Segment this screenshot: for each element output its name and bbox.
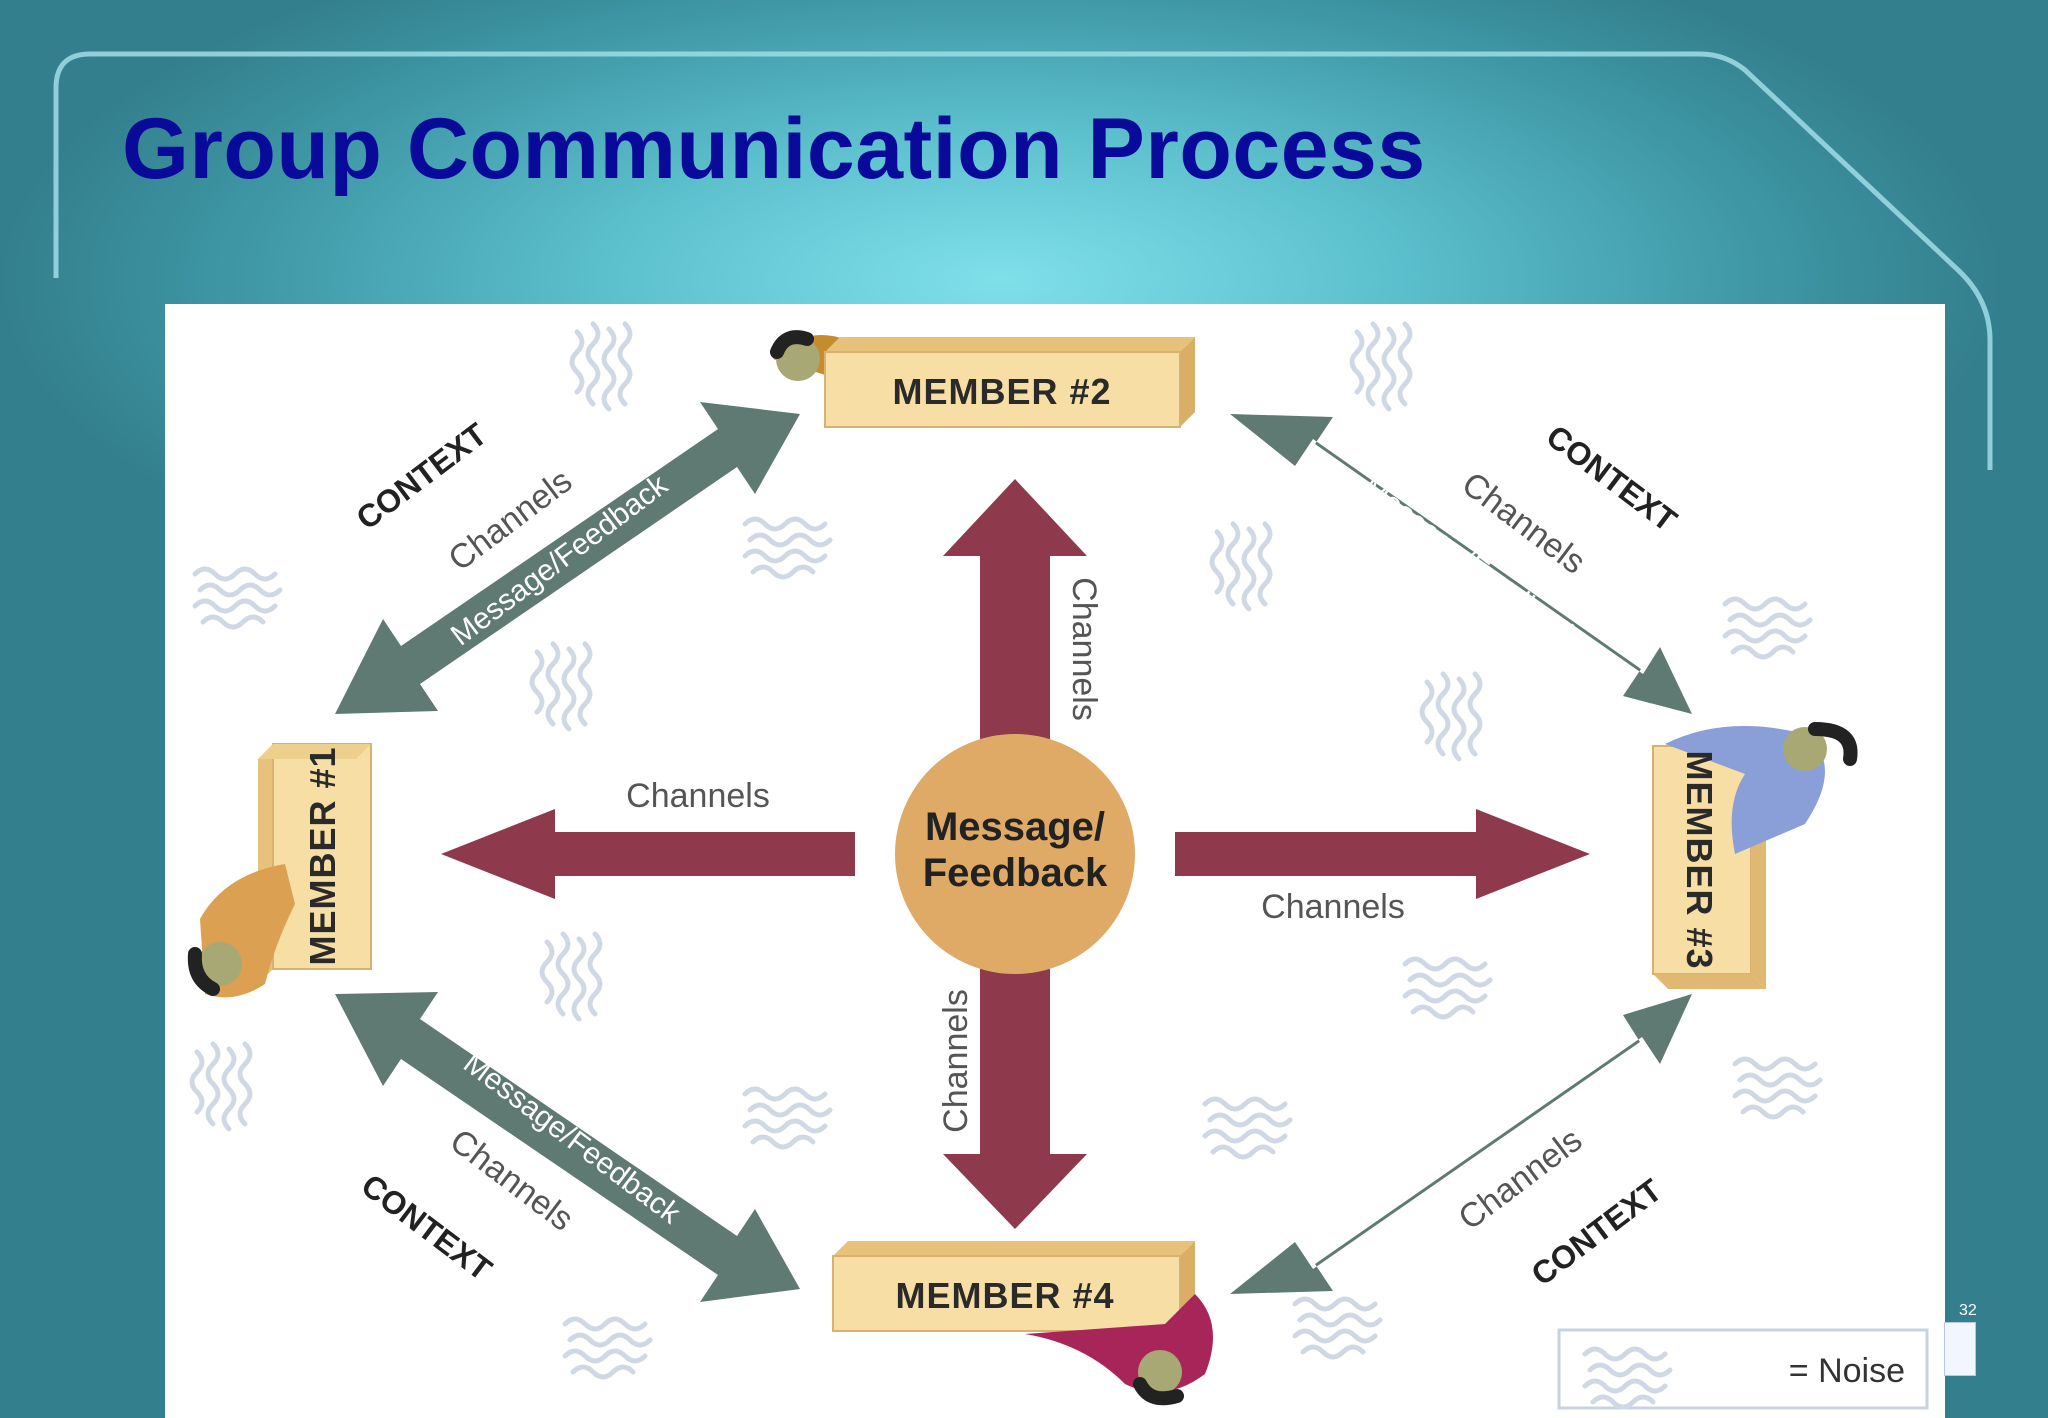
message-feedback-hub (895, 734, 1135, 974)
noise-icon (1405, 959, 1490, 1017)
communication-diagram: Message/ Feedback MEMBER #2 MEMBER #4 ME… (187, 304, 1929, 1410)
channels-arrow-up (943, 479, 1087, 744)
diagram-panel: Message/ Feedback MEMBER #2 MEMBER #4 ME… (165, 304, 1945, 1418)
channels-arrow-down (943, 964, 1087, 1229)
message-feedback-arrow-top-left (335, 402, 800, 714)
channels-label-down: Channels (937, 989, 975, 1133)
noise-icon (192, 1044, 250, 1129)
member-2: MEMBER #2 (770, 330, 1195, 428)
channels-label-left: Channels (626, 777, 770, 815)
noise-icon (572, 324, 630, 409)
channels-label-right: Channels (1261, 888, 1405, 926)
channels-label-up: Channels (1065, 577, 1103, 721)
member-3-label: MEMBER #3 (1679, 750, 1720, 969)
noise-icon (745, 1089, 830, 1147)
noise-icon (1352, 324, 1410, 409)
slide-title: Group Communication Process (122, 101, 1426, 197)
context-label-top-left: CONTEXT (349, 416, 493, 537)
member-4-label: MEMBER #4 (895, 1275, 1114, 1316)
noise-icon (532, 644, 590, 729)
member-3: MEMBER #3 (1652, 722, 1858, 989)
message-feedback-arrow-bottom-right (1230, 994, 1692, 1294)
hub-label-line2: Feedback (923, 851, 1108, 895)
noise-icon (542, 934, 600, 1019)
channels-arrow-right (1175, 809, 1590, 899)
noise-icon (745, 519, 830, 577)
logo-icon: 32 (1944, 1302, 1977, 1376)
channels-arrow-left (441, 809, 855, 899)
context-label-top-right: CONTEXT (1540, 418, 1684, 539)
hub-label-line1: Message/ (925, 805, 1105, 849)
context-label-bottom-left: CONTEXT (355, 1167, 499, 1288)
noise-icon (1295, 1299, 1380, 1357)
noise-icon (195, 569, 280, 627)
member-4: MEMBER #4 (832, 1241, 1213, 1406)
noise-icon (1205, 1099, 1290, 1157)
member-1: MEMBER #1 (187, 743, 372, 998)
legend-label: = Noise (1789, 1352, 1905, 1390)
noise-legend: = Noise (1557, 1328, 1929, 1410)
noise-icon (1422, 674, 1480, 759)
member-2-label: MEMBER #2 (892, 371, 1111, 412)
noise-icon (565, 1319, 650, 1377)
context-label-bottom-right: CONTEXT (1524, 1172, 1668, 1293)
noise-icon (1212, 524, 1270, 609)
slide-number: 32 (1959, 1302, 1977, 1319)
noise-icon (1735, 1059, 1820, 1117)
member-1-label: MEMBER #1 (302, 746, 343, 965)
message-feedback-arrow-top-right (1230, 414, 1692, 714)
message-feedback-arrow-bottom-left (335, 992, 800, 1302)
noise-icon (1725, 599, 1810, 657)
